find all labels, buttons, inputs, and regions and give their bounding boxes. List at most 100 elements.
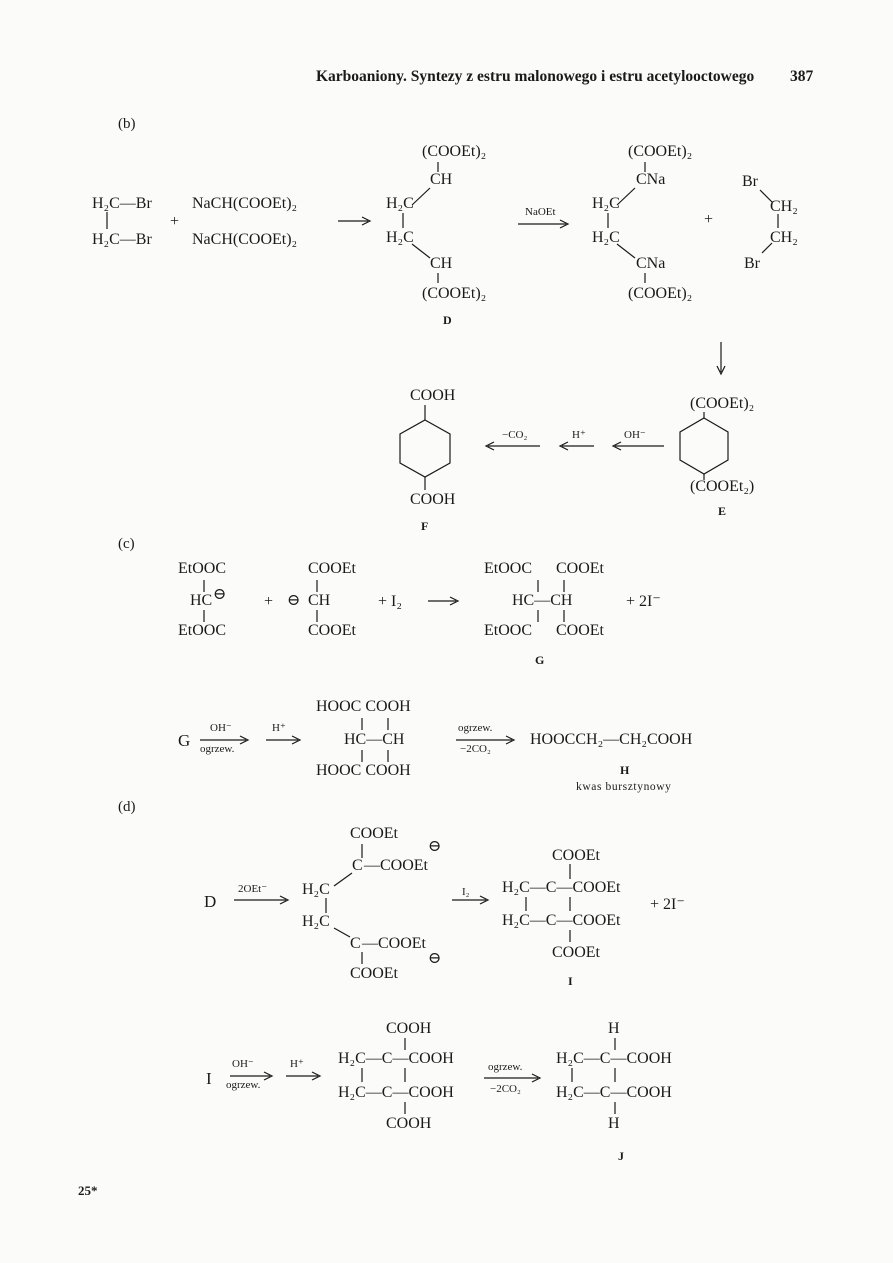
dianion-top-cooet: COOEt — [350, 825, 398, 842]
compound-g-top-right: COOEt — [556, 560, 604, 577]
reagent-heat-g2: ogrzew. — [458, 722, 493, 734]
arrow-reagent-co2: −CO₂ — [502, 429, 528, 441]
malonate-a-top: EtOOC — [178, 560, 226, 577]
section-label-c: (c) — [118, 536, 135, 552]
reagent-2oet: 2OEt⁻ — [238, 883, 268, 895]
compound-label-d: D — [443, 313, 452, 327]
dibromoethane-ch2-top: CH₂ — [770, 198, 798, 215]
compound-e-bottom-group: (COOEt₂) — [690, 478, 755, 495]
dianion-h2c-bottom: H₂C — [302, 913, 330, 930]
compound-d-h2c-top: H₂C — [386, 195, 414, 212]
reagent-bottom: NaCH(COOEt)₂ — [192, 231, 298, 248]
compound-j-top: H — [608, 1020, 620, 1037]
iodide-byproduct: + 2I⁻ — [626, 593, 661, 610]
compound-h-name: kwas bursztynowy — [576, 781, 672, 793]
dibromoethane-br-bottom: Br — [744, 255, 760, 272]
cyclobutane-acid-top: COOH — [386, 1020, 432, 1037]
compound-label-h: H — [620, 763, 630, 777]
sodium-salt-h2c-top: H₂C — [592, 195, 620, 212]
compound-j-row2: H₂C—C—COOH — [556, 1084, 672, 1101]
compound-i-row1: H₂C—C—COOEt — [502, 879, 621, 896]
tetraacid-top: HOOC COOH — [316, 698, 411, 715]
dibromoethane-ch2-bottom: CH₂ — [770, 229, 798, 246]
anion-sign-b: ⊖ — [287, 592, 301, 609]
reagent-oh-g: OH⁻ — [210, 722, 232, 734]
dianion-top-c: C — [352, 857, 363, 874]
anion-sign-d-top: ⊖ — [428, 838, 442, 855]
anion-sign-d-bottom: ⊖ — [428, 950, 442, 967]
sodium-salt-h2c-bottom: H₂C — [592, 229, 620, 246]
iodide-byproduct-d: + 2I⁻ — [650, 896, 685, 913]
sodium-salt-top-group: (COOEt)₂ — [628, 143, 693, 160]
compound-label-i: I — [568, 974, 573, 988]
dianion-bottom-side: —COOEt — [362, 935, 426, 952]
reagent-h-i: H⁺ — [290, 1058, 304, 1070]
compound-g-start: G — [178, 731, 191, 750]
reactant-top: H₂C—Br — [92, 195, 152, 212]
plus-iodine: + I₂ — [378, 593, 402, 610]
compound-d-bottom-group: (COOEt)₂ — [422, 285, 487, 302]
dianion-bottom-cooet: COOEt — [350, 965, 398, 982]
compound-label-g: G — [535, 653, 545, 667]
compound-d-top-group: (COOEt)₂ — [422, 143, 487, 160]
reagent-i2: I₂ — [462, 886, 470, 898]
arrow-reagent-h: H⁺ — [572, 429, 586, 441]
reagent-top: NaCH(COOEt)₂ — [192, 195, 298, 212]
tetraacid-mid: HC—CH — [344, 731, 405, 748]
arrow-reagent-oh: OH⁻ — [624, 429, 646, 441]
compound-i-bottom: COOEt — [552, 944, 600, 961]
compound-d-start: D — [204, 892, 217, 911]
compound-d-h2c-bottom: H₂C — [386, 229, 414, 246]
reagent-decarboxylation-g: −2CO₂ — [460, 743, 491, 755]
reactant-bottom: H₂C—Br — [92, 231, 152, 248]
sodium-salt-bottom-group: (COOEt)₂ — [628, 285, 693, 302]
compound-f-bottom-group: COOH — [410, 491, 456, 508]
malonate-b-bottom: COOEt — [308, 622, 356, 639]
cyclobutane-acid-bottom: COOH — [386, 1115, 432, 1132]
compound-f-top-group: COOH — [410, 387, 456, 404]
dianion-h2c-top: H₂C — [302, 881, 330, 898]
malonate-b-mid: CH — [308, 592, 331, 609]
arrow-reagent-naoet: NaOEt — [525, 206, 556, 218]
compound-g-bottom-left: EtOOC — [484, 622, 532, 639]
page-number: 387 — [790, 68, 814, 85]
tetraacid-bottom: HOOC COOH — [316, 762, 411, 779]
compound-label-e: E — [718, 504, 727, 518]
compound-i-top: COOEt — [552, 847, 600, 864]
compound-label-f: F — [421, 519, 429, 533]
section-label-b: (b) — [118, 116, 136, 132]
malonate-a-bottom: EtOOC — [178, 622, 226, 639]
compound-label-j: J — [618, 1149, 624, 1163]
dianion-bottom-c: C — [350, 935, 361, 952]
compound-d-ch-bottom: CH — [430, 255, 453, 272]
malonate-a-mid: HC — [190, 592, 213, 609]
running-header: Karboaniony. Syntezy z estru malonowego … — [316, 68, 755, 85]
section-label-d: (d) — [118, 799, 136, 815]
reagent-oh-i: OH⁻ — [232, 1058, 254, 1070]
anion-sign-a: ⊖ — [213, 586, 227, 603]
malonate-b-top: COOEt — [308, 560, 356, 577]
plus-sign-2: + — [704, 211, 714, 228]
sodium-salt-cna-top: CNa — [636, 171, 666, 188]
compound-g-top-left: EtOOC — [484, 560, 532, 577]
compound-j-row1: H₂C—C—COOH — [556, 1050, 672, 1067]
cyclobutane-acid-row1: H₂C—C—COOH — [338, 1050, 454, 1067]
compound-g-bottom-right: COOEt — [556, 622, 604, 639]
plus-sign-c: + — [264, 593, 274, 610]
compound-i-start: I — [206, 1069, 212, 1088]
sheet-signature: 25* — [78, 1183, 98, 1198]
reagent-heat-i2: ogrzew. — [488, 1061, 523, 1073]
plus-sign: + — [170, 213, 180, 230]
reagent-heat-i: ogrzew. — [226, 1079, 261, 1091]
dianion-top-side: —COOEt — [364, 857, 428, 874]
compound-j-bottom: H — [608, 1115, 620, 1132]
cyclobutane-acid-row2: H₂C—C—COOH — [338, 1084, 454, 1101]
compound-d-ch-top: CH — [430, 171, 453, 188]
reagent-decarboxylation-i: −2CO₂ — [490, 1083, 521, 1095]
compound-h-formula: HOOCCH₂—CH₂COOH — [530, 731, 693, 748]
sodium-salt-cna-bottom: CNa — [636, 255, 666, 272]
reagent-heat-g: ogrzew. — [200, 743, 235, 755]
reagent-h-g: H⁺ — [272, 722, 286, 734]
